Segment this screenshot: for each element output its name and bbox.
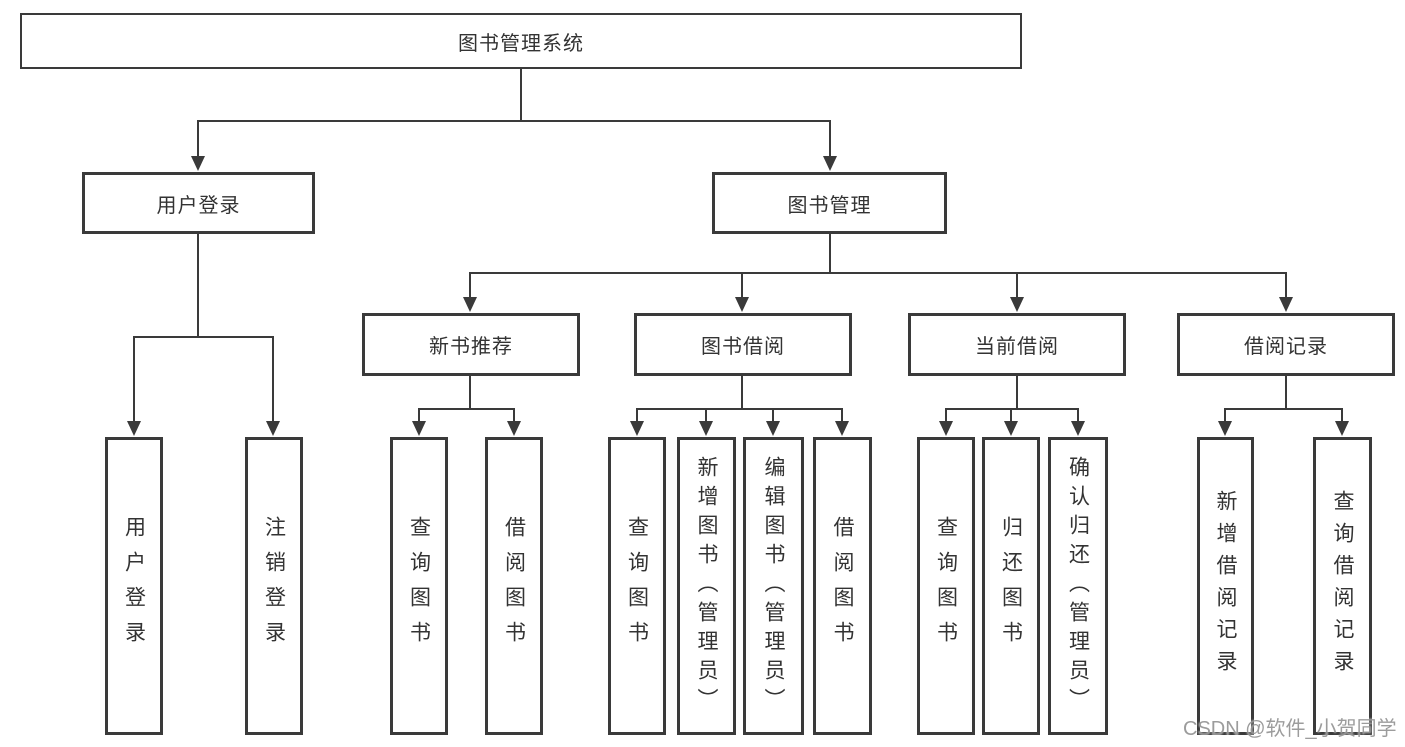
connector-group-stub <box>1285 376 1287 408</box>
node-new-rec: 新书推荐 <box>362 313 580 376</box>
connector-group-stub <box>1016 376 1018 408</box>
node-current-label: 当前借阅 <box>975 336 1059 358</box>
arrow-down-icon <box>1218 421 1232 436</box>
arrow-down-icon <box>823 156 837 171</box>
arrow-down-icon <box>1010 297 1024 312</box>
connector-level1-branch <box>197 120 831 122</box>
leaf-bb-add-book: 新增图书（管理员） <box>677 437 736 735</box>
connector-login-stub <box>197 234 199 336</box>
connector-root-stub <box>520 69 522 120</box>
node-borrow: 图书借阅 <box>634 313 852 376</box>
node-records: 借阅记录 <box>1177 313 1395 376</box>
arrow-down-icon <box>1071 421 1085 436</box>
connector-shaft-records <box>1285 272 1287 299</box>
leaf-bb-query-book-label: 查询图书 <box>625 516 649 656</box>
leaf-cb-return-book: 归还图书 <box>982 437 1040 735</box>
node-new-rec-label: 新书推荐 <box>429 336 513 358</box>
arrow-down-icon <box>1279 297 1293 312</box>
leaf-br-add-record: 新增借阅记录 <box>1197 437 1254 735</box>
arrow-down-icon <box>766 421 780 436</box>
leaf-rec-query-book: 查询图书 <box>390 437 448 735</box>
leaf-rec-borrow-book-label: 借阅图书 <box>502 516 526 656</box>
leaf-bb-edit-book-label: 编辑图书（管理员） <box>762 455 785 717</box>
leaf-br-query-record: 查询借阅记录 <box>1313 437 1372 735</box>
leaf-rec-query-book-label: 查询图书 <box>407 516 431 656</box>
arrow-down-icon <box>266 421 280 436</box>
node-borrow-label: 图书借阅 <box>701 336 785 358</box>
arrow-down-icon <box>1335 421 1349 436</box>
connector-shaft-leaf <box>636 408 638 423</box>
connector-group-branch <box>418 408 515 410</box>
arrow-down-icon <box>127 421 141 436</box>
leaf-br-query-record-label: 查询借阅记录 <box>1331 490 1354 682</box>
connector-group-stub <box>469 376 471 408</box>
leaf-user-login: 用户登录 <box>105 437 163 735</box>
connector-shaft-leaf <box>272 336 274 424</box>
leaf-cb-query-book: 查询图书 <box>917 437 975 735</box>
arrow-down-icon <box>1004 421 1018 436</box>
leaf-logout-label: 注销登录 <box>262 516 286 656</box>
connector-group-branch <box>636 408 843 410</box>
leaf-bb-query-book: 查询图书 <box>608 437 666 735</box>
node-root: 图书管理系统 <box>20 13 1022 69</box>
arrow-down-icon <box>939 421 953 436</box>
arrow-down-icon <box>630 421 644 436</box>
node-user-login-label: 用户登录 <box>156 194 241 217</box>
node-root-label: 图书管理系统 <box>458 32 584 55</box>
connector-shaft-user-login <box>197 120 199 158</box>
connector-mgmt-stub <box>829 234 831 272</box>
connector-shaft-leaf <box>945 408 947 423</box>
connector-shaft-borrow <box>741 272 743 299</box>
leaf-bb-borrow-book-label: 借阅图书 <box>831 516 854 656</box>
leaf-br-add-record-label: 新增借阅记录 <box>1214 490 1237 682</box>
connector-shaft-leaf <box>1224 408 1226 423</box>
leaf-bb-borrow-book: 借阅图书 <box>813 437 872 735</box>
leaf-rec-borrow-book: 借阅图书 <box>485 437 543 735</box>
arrow-down-icon <box>699 421 713 436</box>
arrow-down-icon <box>463 297 477 312</box>
leaf-cb-confirm-return-label: 确认归还（管理员） <box>1066 455 1090 717</box>
connector-shaft-leaf <box>1010 408 1012 423</box>
leaf-logout: 注销登录 <box>245 437 303 735</box>
node-book-mgmt: 图书管理 <box>712 172 947 234</box>
connector-level3-branch <box>469 272 1287 274</box>
connector-login-branch <box>133 336 274 338</box>
node-records-label: 借阅记录 <box>1244 336 1328 358</box>
leaf-cb-return-book-label: 归还图书 <box>999 516 1023 656</box>
connector-shaft-leaf <box>1077 408 1079 423</box>
connector-shaft-new-rec <box>469 272 471 299</box>
csdn-watermark: CSDN @软件_小贺同学 <box>1183 718 1397 740</box>
connector-shaft-leaf <box>418 408 420 423</box>
node-user-login: 用户登录 <box>82 172 315 234</box>
node-book-mgmt-label: 图书管理 <box>787 194 872 217</box>
connector-shaft-leaf <box>133 336 135 424</box>
connector-group-stub <box>741 376 743 408</box>
connector-shaft-current <box>1016 272 1018 299</box>
node-current: 当前借阅 <box>908 313 1126 376</box>
connector-shaft-leaf <box>841 408 843 423</box>
connector-shaft-leaf <box>705 408 707 423</box>
arrow-down-icon <box>191 156 205 171</box>
leaf-cb-query-book-label: 查询图书 <box>934 516 958 656</box>
arrow-down-icon <box>412 421 426 436</box>
arrow-down-icon <box>835 421 849 436</box>
connector-shaft-leaf <box>772 408 774 423</box>
connector-shaft-leaf <box>1341 408 1343 423</box>
leaf-user-login-label: 用户登录 <box>122 516 146 656</box>
leaf-bb-edit-book: 编辑图书（管理员） <box>743 437 804 735</box>
leaf-cb-confirm-return: 确认归还（管理员） <box>1048 437 1108 735</box>
arrow-down-icon <box>507 421 521 436</box>
leaf-bb-add-book-label: 新增图书（管理员） <box>695 455 718 717</box>
connector-shaft-leaf <box>513 408 515 423</box>
connector-shaft-book-mgmt <box>829 120 831 158</box>
connector-group-branch <box>1224 408 1343 410</box>
connector-group-branch <box>945 408 1079 410</box>
arrow-down-icon <box>735 297 749 312</box>
